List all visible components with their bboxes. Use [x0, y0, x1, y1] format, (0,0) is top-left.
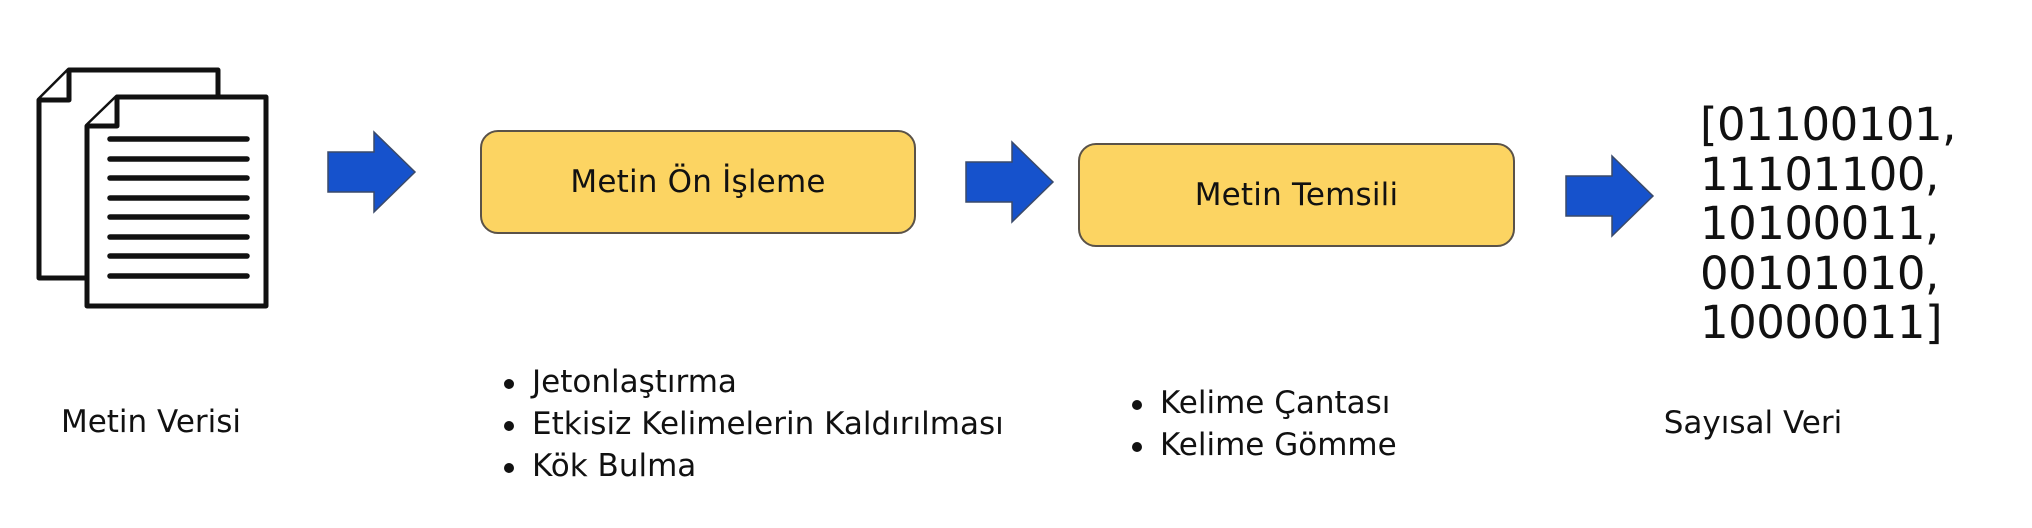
stage-box-text-preprocessing: Metin Ön İşleme — [480, 130, 916, 234]
binary-line: [01100101, — [1700, 98, 1956, 151]
stage-box-text-representation: Metin Temsili — [1078, 143, 1515, 247]
list-item: Jetonlaştırma — [500, 361, 1004, 403]
list-item: Etkisiz Kelimelerin Kaldırılması — [500, 403, 1004, 445]
arrow-right-icon — [965, 140, 1055, 224]
list-item: Kelime Gömme — [1128, 424, 1397, 466]
binary-line: 00101010, — [1700, 246, 1939, 300]
binary-line: 11101100, — [1700, 147, 1939, 201]
list-item: Kelime Çantası — [1128, 382, 1397, 424]
arrow-right-icon — [327, 130, 417, 214]
arrow-right-icon — [1565, 154, 1655, 238]
stage-title: Metin Ön İşleme — [570, 164, 826, 200]
output-label: Sayısal Veri — [1663, 405, 1843, 441]
document-stack-icon — [36, 67, 269, 309]
binary-line: 10000011] — [1700, 296, 1943, 349]
stage-bullet-list-representation: Kelime Çantası Kelime Gömme — [1128, 382, 1397, 466]
stage-title: Metin Temsili — [1194, 177, 1399, 213]
stage-bullet-list-preprocessing: Jetonlaştırma Etkisiz Kelimelerin Kaldır… — [500, 361, 1004, 487]
list-item: Kök Bulma — [500, 445, 1004, 487]
input-label: Metin Verisi — [60, 404, 242, 440]
binary-line: 10100011, — [1700, 197, 1939, 250]
binary-output: [01100101, 11101100, 10100011, 00101010,… — [1700, 100, 1956, 348]
